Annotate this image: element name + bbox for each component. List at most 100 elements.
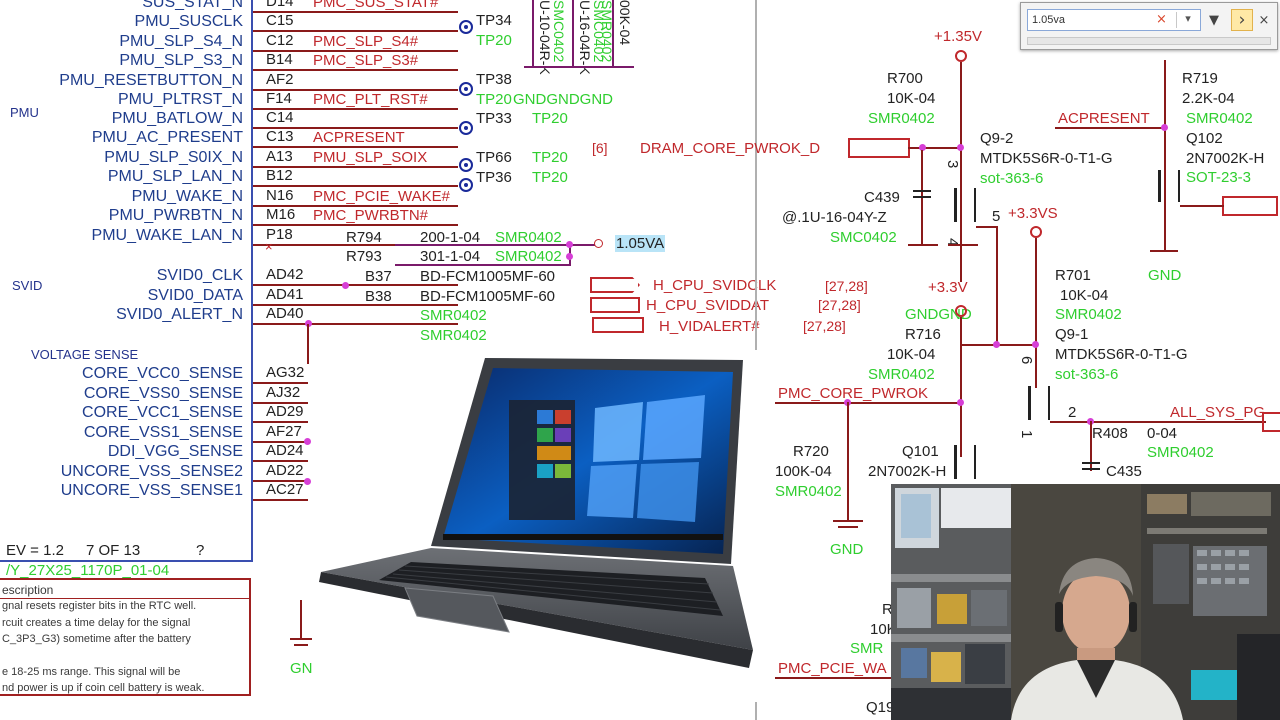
q9-1-pin1: 1 (1018, 430, 1035, 439)
no-connect-mark: × (265, 239, 273, 254)
search-input[interactable] (1028, 10, 1154, 30)
q9-1-pin6: 6 (1018, 356, 1035, 365)
q102-ref: Q102 (1186, 130, 1223, 147)
top-part-2-pkg: SMC0402 (591, 0, 607, 63)
pin-signal: PMU_WAKE_N (131, 188, 243, 205)
pin-signal: CORE_VCC1_SENSE (82, 404, 243, 421)
pin-net-label: PMC_SUS_STAT# (313, 0, 439, 11)
q9-1-ref: Q9-1 (1055, 326, 1089, 343)
q102-symbol (1158, 170, 1180, 202)
c439-ref: C439 (864, 189, 900, 206)
pin-number: F14 (266, 90, 292, 107)
pin-signal: UNCORE_VSS_SENSE1 (60, 482, 243, 499)
laptop-illustration (319, 358, 753, 668)
pin-signal: PMU_SLP_LAN_N (107, 168, 243, 185)
pin-signal: SVID0_DATA (147, 287, 243, 304)
pin-signal: PMU_PWRBTN_N (108, 207, 243, 224)
test-point-name: TP66 (476, 149, 512, 166)
find-next-icon[interactable]: › (1231, 9, 1253, 31)
pin-number: AD22 (266, 462, 304, 479)
rail-1-35v: +1.35V (934, 28, 982, 45)
r408-ref: R408 (1092, 425, 1128, 442)
pin-signal: PMU_BATLOW_N (111, 110, 243, 127)
r793-value: 301-1-04 (420, 248, 481, 265)
pin-number: N16 (266, 187, 294, 204)
r793-pkg: SMR0402 (495, 248, 562, 265)
bottom-q19: Q19 (866, 699, 895, 716)
pin-number: C13 (266, 128, 294, 145)
top-part-2: U-16-04R-K (577, 0, 593, 75)
gnd-r720: GND (830, 541, 864, 558)
net-1-05va: 1.05VA (615, 235, 666, 252)
test-point-name: TP33 (476, 110, 512, 127)
r700-pkg: SMR0402 (868, 110, 935, 127)
r794-ref: R794 (346, 229, 382, 246)
r720-value: 100K-04 (775, 463, 832, 480)
pin-signal: PMU_SLP_S4_N (119, 33, 243, 50)
close-find-icon[interactable]: × (1258, 12, 1270, 28)
description-line: C_3P3_G3) sometime after the battery (2, 633, 191, 645)
test-point-icon (459, 121, 473, 135)
test-point-size: TP20 (532, 110, 568, 127)
pin-signal: PMU_RESETBUTTON_N (59, 72, 243, 89)
q9-2-symbol (954, 188, 976, 222)
q102-pkg: SOT-23-3 (1186, 169, 1252, 186)
footer-q: ? (196, 542, 205, 559)
pin-number: AF2 (266, 71, 294, 88)
c435-ref: C435 (1106, 463, 1142, 480)
footer-rev: EV = 1.2 (6, 542, 64, 559)
net-pmc-core-pwrok: PMC_CORE_PWROK (778, 385, 929, 402)
r701-pkg: SMR0402 (1055, 306, 1122, 323)
ic-border (251, 0, 253, 560)
r794-value: 200-1-04 (420, 229, 481, 246)
pin-number: A13 (266, 148, 293, 165)
search-history-dropdown-icon[interactable]: ▾ (1176, 12, 1199, 28)
q9-1-pkg: sot-363-6 (1055, 366, 1119, 383)
net-pmc-pcie-wake: PMC_PCIE_WA (778, 660, 887, 677)
pin-net-label: PMC_SLP_S4# (313, 33, 419, 50)
pin-number: D14 (266, 0, 294, 10)
r719-ref: R719 (1182, 70, 1218, 87)
pin-number: AD24 (266, 442, 304, 459)
search-input-box[interactable]: × ▾ (1027, 9, 1201, 31)
pin-signal: PMU_WAKE_LAN_N (91, 227, 243, 244)
pin-number: AC27 (266, 481, 304, 498)
top-part-1: U-10-04R-K (537, 0, 553, 75)
pin-signal: CORE_VSS1_SENSE (83, 424, 243, 441)
r794-pkg: SMR0402 (495, 229, 562, 246)
test-point-size: TP20 (532, 169, 568, 186)
r701-ref: R701 (1055, 267, 1091, 284)
r408-value: 0-04 (1147, 425, 1178, 442)
clear-search-icon[interactable]: × (1156, 12, 1167, 27)
test-point-size: TP20 (476, 32, 512, 49)
q9-1-value: MTDK5S6R-0-T1-G (1055, 346, 1188, 363)
find-toolbar: × ▾ ▼ ‹ › × (1020, 2, 1278, 50)
svid-net-dat: H_CPU_SVIDDAT (646, 297, 770, 314)
pin-number: AD40 (266, 305, 304, 322)
b37-value: BD-FCM1005MF-60 (420, 268, 556, 285)
q9-2-pin4: 4 (944, 238, 961, 247)
pin-number: AD42 (266, 266, 304, 283)
pin-net-label: PMC_PLT_RST# (313, 91, 428, 108)
q101-value: 2N7002K-H (868, 463, 947, 480)
search-options-icon[interactable]: ▼ (1209, 12, 1219, 28)
description-line: gnal resets register bits in the RTC wel… (2, 600, 197, 612)
top-part-3: 00K-04 (617, 0, 633, 46)
test-point-size: TP20 (476, 91, 512, 108)
pin-signal: PMU_SLP_S3_N (119, 52, 243, 69)
test-point-name: TP38 (476, 71, 512, 88)
pin-signal: SVID0_CLK (156, 267, 243, 284)
left-gnd: GN (290, 660, 313, 677)
top-parts: U-10-04R-K SMC0402 U-16-04R-K SMC0402 00… (524, 0, 634, 75)
top-part-3-pkg: SMR0402 (599, 0, 615, 63)
q102-value: 2N7002K-H (1186, 150, 1265, 167)
r700-ref: R700 (887, 70, 923, 87)
pin-number: C14 (266, 109, 294, 126)
pin-net-label: ACPRESENT (313, 129, 405, 146)
pin-signal: PMU_PLTRST_N (117, 91, 243, 108)
r720-pkg: SMR0402 (775, 483, 842, 500)
svid-net-alert: H_VIDALERT# (659, 318, 760, 335)
svid-net-dat-ref: [27,28] (818, 297, 861, 313)
q9-2-pin5: 5 (992, 208, 1001, 225)
pin-signal: SUS_STAT_N (142, 0, 243, 11)
